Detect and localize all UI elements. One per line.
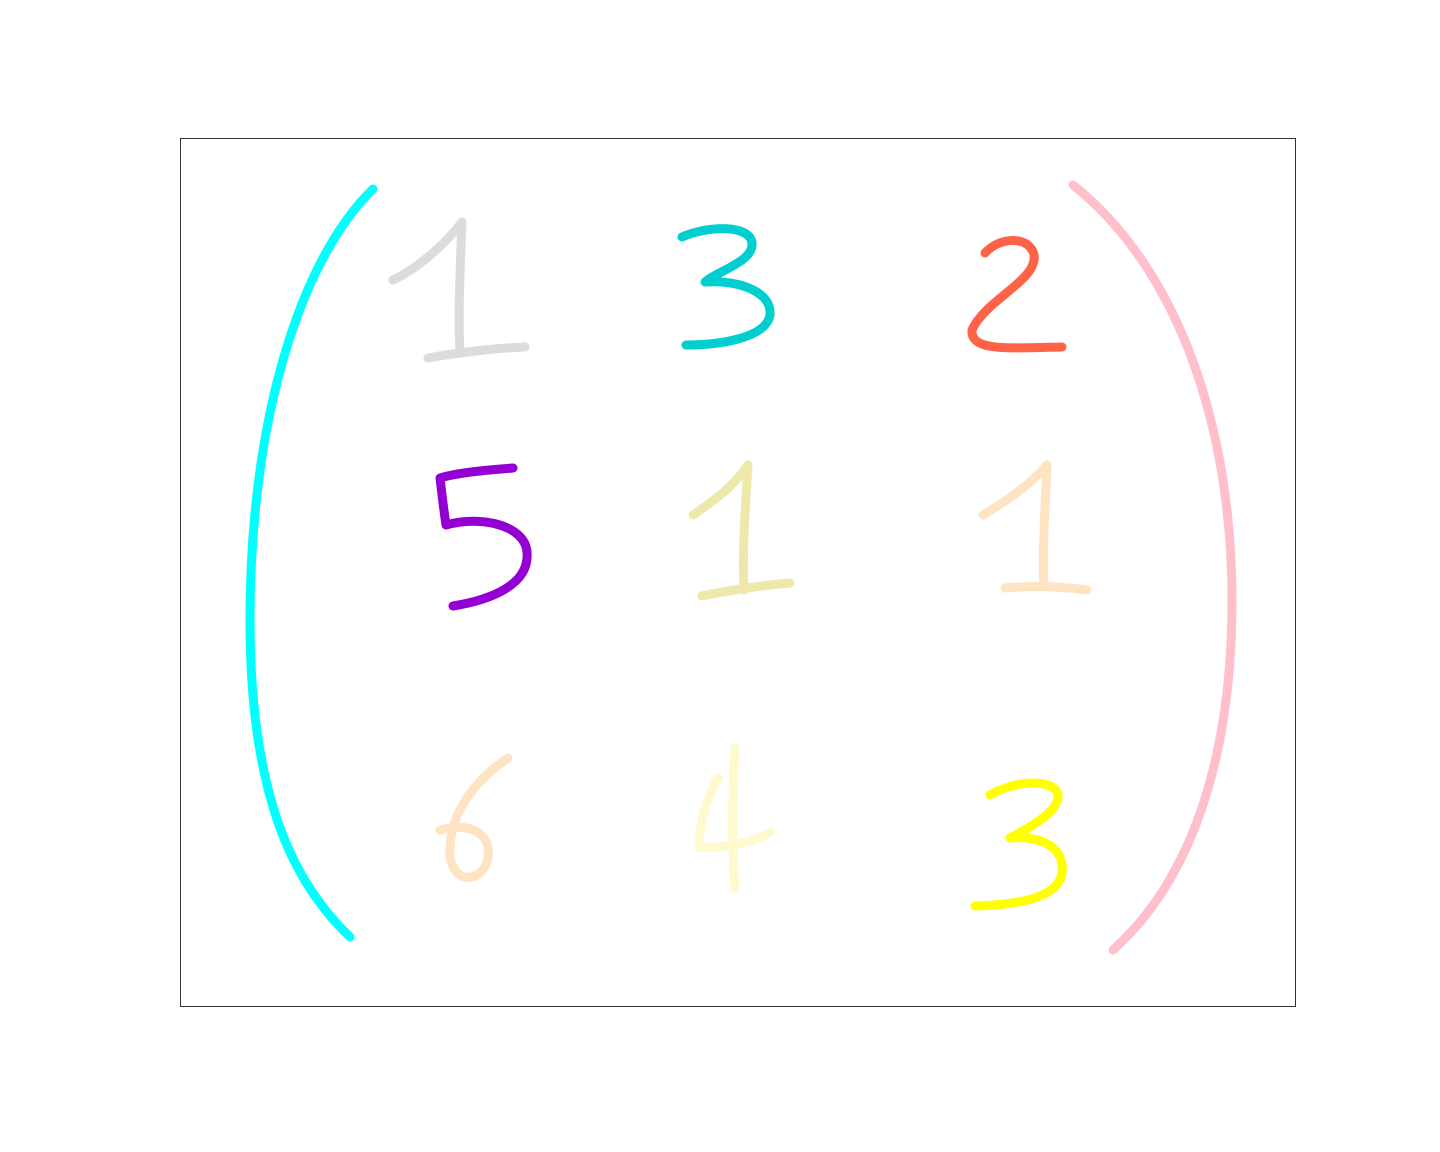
right-bracket [1068, 180, 1237, 955]
svg-text:3: 3 [720, 299, 721, 301]
matrix-cell-r2c1: 5 [435, 463, 532, 611]
svg-text:2: 2 [1010, 299, 1011, 301]
matrix-cell-r3c1: 6 [435, 753, 513, 882]
svg-text:6: 6 [470, 819, 471, 821]
matrix-cell-r2c2: 1 [688, 460, 795, 601]
matrix-cell-r1c2: 3 [677, 224, 775, 350]
matrix-cell-r3c2: 4 [695, 743, 775, 893]
left-bracket [245, 184, 378, 942]
matrix-cell-r3c3: 3 [970, 778, 1067, 911]
matrix-cell-r1c1: 1 [388, 217, 530, 363]
matrix-cell-r2c3: 1 [978, 460, 1092, 595]
matrix-cell-r1c3: 2 [967, 236, 1067, 353]
svg-text:5: 5 [480, 539, 481, 541]
